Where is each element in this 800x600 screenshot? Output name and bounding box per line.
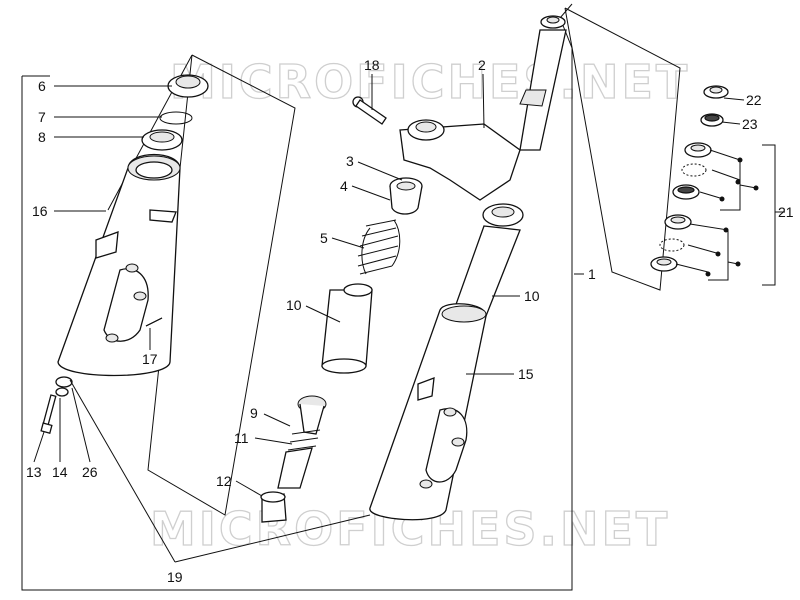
screw-17 [145, 317, 163, 327]
label-14: 14 [52, 464, 68, 480]
label-10-right: 10 [524, 288, 540, 304]
bottom-screw-13 [40, 376, 73, 434]
label-8: 8 [38, 129, 46, 145]
label-18: 18 [364, 57, 380, 73]
right-fork-leg [369, 225, 521, 521]
leader-lines [33, 73, 745, 563]
watermark-top: MICROFICHES.NET [170, 55, 690, 109]
damper-assembly [260, 96, 423, 523]
label-9: 9 [250, 405, 258, 421]
label-23: 23 [742, 116, 758, 132]
label-26: 26 [82, 464, 98, 480]
label-11: 11 [234, 430, 249, 446]
label-15: 15 [518, 366, 534, 382]
bearing-parts [650, 85, 759, 281]
label-21: 21 [778, 204, 794, 220]
label-10-left: 10 [286, 297, 302, 313]
label-2: 2 [478, 57, 486, 73]
part-labels: 6 7 8 16 17 18 2 3 4 5 10 10 9 11 12 15 … [26, 57, 794, 585]
seal-stack [141, 74, 209, 151]
label-16: 16 [32, 203, 48, 219]
label-5: 5 [320, 230, 328, 246]
label-17: 17 [142, 351, 158, 367]
steering-stem [399, 15, 567, 227]
label-12: 12 [216, 473, 232, 489]
label-6: 6 [38, 78, 46, 94]
label-3: 3 [346, 153, 354, 169]
label-7: 7 [38, 109, 46, 125]
label-13: 13 [26, 464, 42, 480]
label-1: 1 [588, 266, 596, 282]
label-4: 4 [340, 178, 348, 194]
left-fork-leg [57, 153, 181, 377]
label-22: 22 [746, 92, 762, 108]
label-19: 19 [167, 569, 183, 585]
